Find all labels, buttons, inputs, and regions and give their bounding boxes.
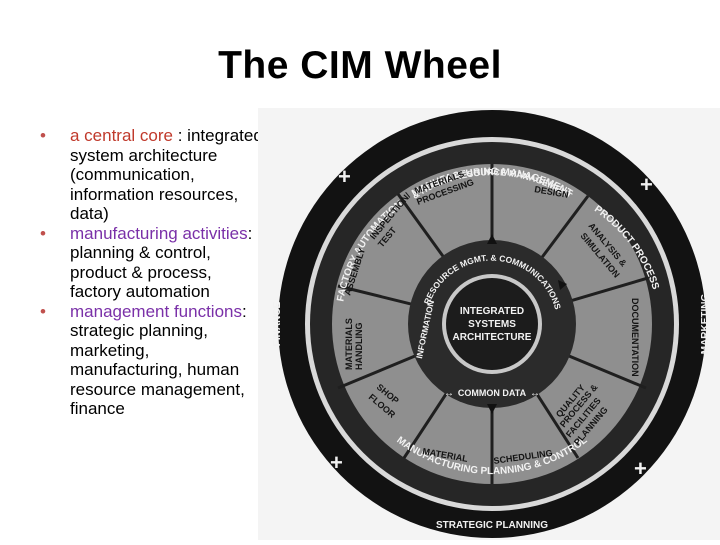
- arrow-left-icon: ↔: [444, 388, 454, 399]
- cim-wheel-svg: + + + + MANUFACTURING MANAGEMENT & HUMAN…: [258, 108, 720, 540]
- finance-label: FINANCE: [272, 301, 283, 346]
- segment-materials-handling-2: HANDLING: [354, 323, 364, 371]
- strategic-planning-label: STRATEGIC PLANNING: [436, 520, 548, 531]
- arrow-right-icon: [558, 280, 567, 290]
- plus-markers: + + + +: [330, 164, 653, 481]
- bullet-highlight: management functions: [70, 301, 242, 321]
- bullet-text: : integrated system architecture (commun…: [70, 126, 263, 223]
- bullet-item: • a central core : integrated system arch…: [40, 126, 265, 224]
- arrow-right-icon: ↔: [530, 388, 540, 399]
- plus-icon: +: [330, 450, 343, 475]
- plus-icon: +: [338, 164, 351, 189]
- bullet-item: • manufacturing activities: planning & co…: [40, 224, 265, 302]
- core-line-1: INTEGRATED: [460, 306, 524, 317]
- plus-icon: +: [640, 172, 653, 197]
- bullet-text: : strategic planning, marketing, manufac…: [70, 301, 247, 419]
- marketing-label: MARKETING: [700, 294, 711, 355]
- plus-icon: +: [634, 456, 647, 481]
- common-data-label: COMMON DATA: [458, 388, 527, 398]
- bullet-highlight: manufacturing activities: [70, 223, 248, 243]
- bullet-item: • management functions: strategic plannin…: [40, 302, 265, 419]
- segment-documentation: DOCUMENTATION: [630, 298, 640, 377]
- core: [446, 278, 538, 370]
- core-line-2: SYSTEMS: [468, 319, 516, 330]
- arrow-up-icon: [487, 234, 497, 244]
- bullet-dot: •: [40, 301, 46, 321]
- arrow-down-icon: [487, 404, 497, 414]
- cim-wheel-diagram: + + + + MANUFACTURING MANAGEMENT & HUMAN…: [258, 108, 720, 540]
- connector-arrows: [487, 234, 567, 414]
- bullet-dot: •: [40, 223, 46, 243]
- segment-materials-handling-1: MATERIALS: [344, 318, 354, 370]
- bullet-list: • a central core : integrated system arch…: [40, 126, 265, 419]
- page-title: The CIM Wheel: [218, 44, 502, 87]
- bullet-text: : planning & control, product & process,…: [70, 223, 253, 302]
- bullet-highlight: a central core: [70, 126, 173, 145]
- bullet-dot: •: [40, 126, 46, 145]
- core-line-3: ARCHITECTURE: [453, 332, 532, 343]
